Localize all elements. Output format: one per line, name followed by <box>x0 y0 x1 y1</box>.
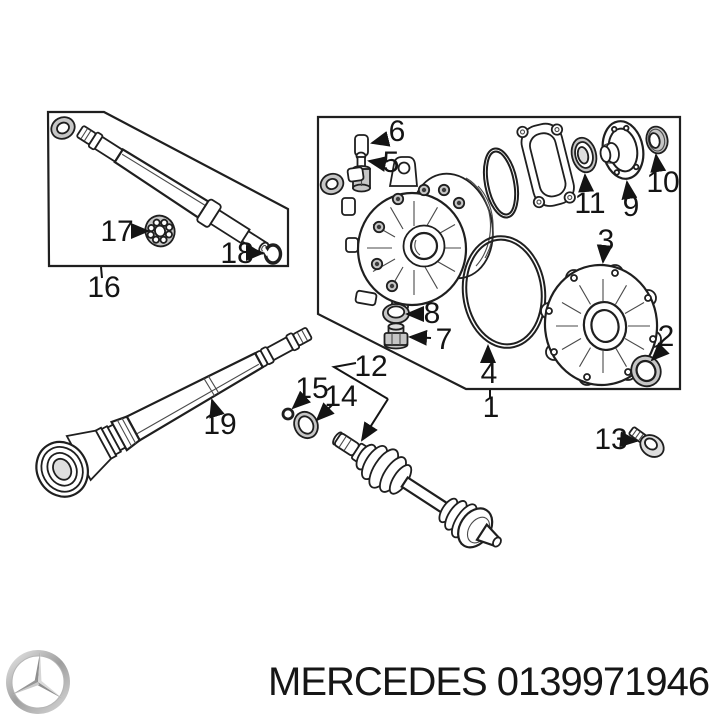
callout-14: 14 <box>324 380 357 413</box>
callout-9: 9 <box>623 190 640 223</box>
seal-ring-small <box>50 116 76 140</box>
callout-11: 11 <box>574 187 605 220</box>
bearing <box>144 214 176 248</box>
differential-housing <box>341 156 494 311</box>
snap-ring <box>262 243 283 265</box>
bushing-ring <box>319 172 345 196</box>
callout-5: 5 <box>383 146 400 179</box>
propeller-shaft <box>35 327 313 498</box>
callout-19: 19 <box>203 408 236 441</box>
snap-ring-small <box>281 407 295 421</box>
drain-plug <box>383 322 409 350</box>
cv-axle-shaft <box>332 431 502 549</box>
callout-16: 16 <box>87 271 120 304</box>
intermediate-shaft-kit-box <box>46 110 290 268</box>
differential-cover <box>540 263 662 387</box>
callout-6: 6 <box>389 115 406 148</box>
differential-assembly-box <box>316 115 682 391</box>
large-o-ring <box>461 235 547 349</box>
shaft-seal <box>570 136 598 174</box>
callout-12: 12 <box>354 350 387 383</box>
callout-8: 8 <box>424 297 441 330</box>
cover-seal-ring <box>630 354 662 388</box>
mercedes-star-icon <box>6 650 70 714</box>
housing-bolts <box>370 183 466 293</box>
end-cap <box>645 125 669 155</box>
ring-14 <box>293 410 319 440</box>
callout-10: 10 <box>646 166 679 199</box>
callout-18: 18 <box>220 237 253 270</box>
drain-plug-seal <box>382 303 410 324</box>
parts-diagram-canvas: 1 2 3 4 5 6 7 8 9 10 11 12 13 14 15 16 1… <box>35 110 682 549</box>
cover-gasket <box>516 122 576 209</box>
callout-13: 13 <box>594 423 627 456</box>
drive-flange <box>599 120 645 180</box>
callout-leaders <box>100 131 670 448</box>
part-number-text: 0139971946 <box>496 660 710 704</box>
callout-7: 7 <box>436 323 453 356</box>
flange-bolt <box>628 426 665 458</box>
callout-4: 4 <box>481 357 498 390</box>
callout-1: 1 <box>483 391 500 424</box>
brand-text: MERCEDES <box>268 660 488 704</box>
callout-15: 15 <box>295 372 328 405</box>
callout-2: 2 <box>658 320 675 353</box>
callout-17: 17 <box>100 215 133 248</box>
oval-gasket <box>482 147 520 219</box>
intermediate-shaft <box>76 125 270 255</box>
callout-3: 3 <box>598 224 615 257</box>
